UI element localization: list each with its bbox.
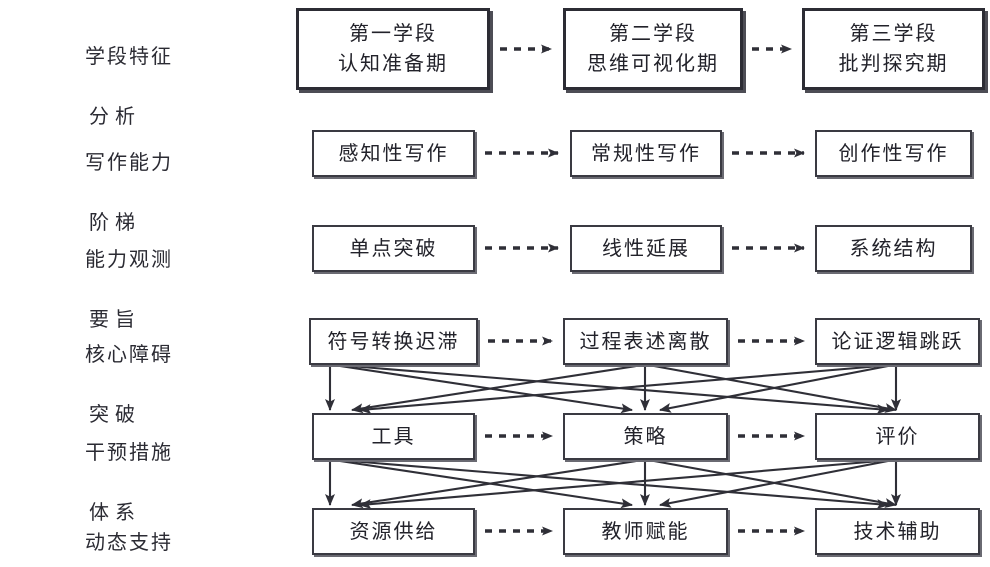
node-r4-c3[interactable]: 论证逻辑跳跃 — [815, 318, 980, 365]
node-r2-c3-line1: 创作性写作 — [838, 142, 949, 165]
row-label-3-line1: 核心障碍 — [85, 344, 173, 366]
node-r3-c1-line1: 单点突破 — [349, 237, 438, 260]
link-r4c3-r5c2 — [659, 364, 889, 413]
row-label-2-line1: 能力观测 — [85, 249, 173, 271]
link-r5c1-r6c2 — [339, 459, 633, 509]
link-r5c3-r6c1 — [359, 459, 881, 510]
node-r5-c2[interactable]: 策略 — [563, 413, 728, 460]
node-r1-c1-line1: 第一学段 — [349, 23, 437, 45]
node-r4-c2-line1: 过程表述离散 — [579, 330, 712, 353]
node-r4-c1[interactable]: 符号转换迟滞 — [309, 318, 478, 365]
node-r6-c1[interactable]: 资源供给 — [312, 508, 475, 555]
node-r1-c3[interactable]: 第三学段 批判探究期 — [802, 8, 985, 90]
node-r5-c3-line1: 评价 — [875, 425, 920, 448]
node-r3-c1[interactable]: 单点突破 — [312, 225, 475, 272]
node-r6-c2[interactable]: 教师赋能 — [563, 508, 728, 555]
node-r1-c2-line1: 第二学段 — [609, 23, 697, 45]
node-r3-c3-line1: 系统结构 — [849, 237, 938, 260]
row-label-4: 干预措施 体系 — [0, 408, 230, 567]
node-r3-c2-line1: 线性延展 — [602, 237, 690, 260]
node-r4-c1-line1: 符号转换迟滞 — [327, 330, 460, 353]
row-label-0: 学段特征 分析 — [0, 12, 230, 192]
node-r6-c3[interactable]: 技术辅助 — [815, 508, 980, 555]
row-label-2: 能力观测 要旨 — [0, 215, 230, 395]
node-r3-c2[interactable]: 线性延展 — [570, 225, 722, 272]
node-r6-c2-line1: 教师赋能 — [601, 520, 690, 543]
row-label-1: 写作能力 阶梯 — [0, 118, 230, 298]
node-r2-c3[interactable]: 创作性写作 — [815, 130, 972, 177]
node-r1-c2-line2: 思维可视化期 — [587, 53, 719, 75]
row-label-4-line2: 体系 — [89, 502, 141, 524]
node-r1-c3-line2: 批判探究期 — [838, 53, 949, 75]
node-r4-c3-line1: 论证逻辑跳跃 — [831, 330, 964, 353]
link-r4c1-r5c2 — [339, 364, 633, 414]
node-r2-c1[interactable]: 感知性写作 — [312, 130, 475, 177]
node-r2-c2[interactable]: 常规性写作 — [570, 130, 722, 177]
row-label-5-line1: 动态支持 — [85, 532, 173, 554]
row-label-1-line2: 阶梯 — [89, 212, 141, 234]
link-r4c2-r5c1 — [351, 364, 637, 414]
node-r5-c2-line1: 策略 — [623, 425, 668, 448]
link-r5c1-r6c3 — [349, 459, 889, 510]
row-label-0-line2: 分析 — [89, 106, 141, 128]
node-r6-c3-line1: 技术辅助 — [853, 520, 942, 543]
node-r4-c2[interactable]: 过程表述离散 — [563, 318, 728, 365]
node-r5-c1[interactable]: 工具 — [312, 413, 475, 460]
node-r5-c3[interactable]: 评价 — [815, 413, 980, 460]
node-r1-c3-line1: 第三学段 — [849, 23, 938, 45]
node-r6-c1-line1: 资源供给 — [349, 520, 438, 543]
row-label-4-line1: 干预措施 — [85, 442, 173, 464]
node-r1-c1-line2: 认知准备期 — [338, 53, 448, 75]
row-label-0-line1: 学段特征 — [85, 46, 173, 68]
row-label-3: 核心障碍 突破 — [0, 310, 230, 490]
link-r5c3-r6c2 — [659, 459, 889, 508]
cross-links-row5-to-row6 — [325, 459, 901, 510]
cross-links-row4-to-row5 — [325, 364, 901, 415]
row-label-1-line1: 写作能力 — [85, 152, 173, 174]
node-r3-c3[interactable]: 系统结构 — [815, 225, 972, 272]
link-r5c2-r6c3 — [653, 459, 897, 508]
link-r4c1-r5c3 — [349, 364, 889, 415]
row-label-2-line2: 要旨 — [89, 309, 141, 331]
row-label-5: 动态支持 系统 — [0, 498, 230, 567]
node-r2-c2-line1: 常规性写作 — [591, 142, 701, 165]
node-r5-c1-line1: 工具 — [371, 425, 416, 448]
row-label-3-line2: 突破 — [89, 404, 141, 426]
link-r5c2-r6c1 — [351, 459, 637, 509]
node-r1-c1[interactable]: 第一学段 认知准备期 — [296, 8, 490, 90]
node-r1-c2[interactable]: 第二学段 思维可视化期 — [563, 8, 743, 90]
link-r4c3-r5c1 — [359, 364, 881, 415]
node-r2-c1-line1: 感知性写作 — [338, 142, 449, 165]
link-r4c2-r5c3 — [653, 364, 897, 413]
